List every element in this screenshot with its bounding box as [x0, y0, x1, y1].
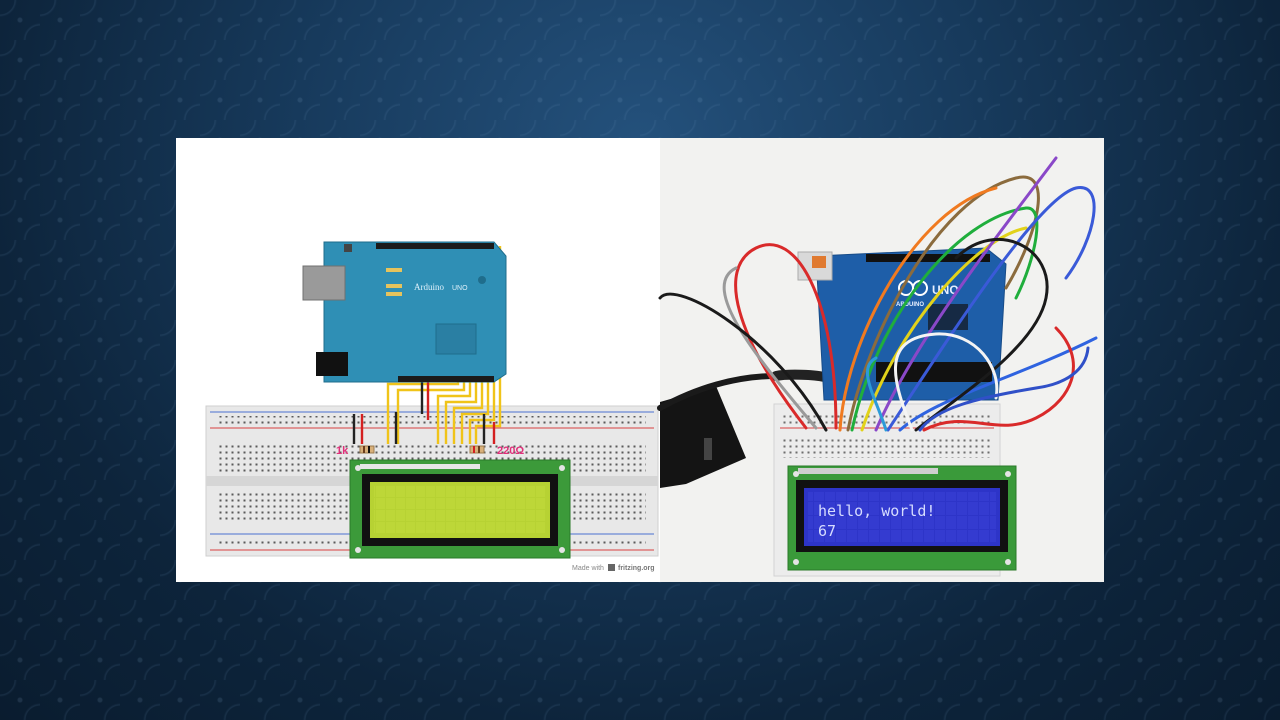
- battery-pack: [660, 386, 746, 488]
- circuit-illustration: Arduino UNO 1k 220Ω: [205, 138, 1104, 582]
- lcd-module-drawing: [349, 459, 571, 559]
- resistor-1k-label: 1k: [336, 445, 349, 457]
- credit-prefix: Made with: [572, 565, 604, 572]
- lcd-line-1: hello, world!: [818, 502, 935, 520]
- arduino-label: Arduino: [414, 282, 444, 292]
- photo-arduino-board: ARDUINO UNO: [797, 247, 1007, 401]
- uno-logo: UNO: [452, 285, 468, 292]
- resistor-220: 220Ω: [469, 445, 524, 457]
- resistor-220-label: 220Ω: [497, 445, 524, 457]
- arduino-board-drawing: Arduino UNO: [302, 241, 507, 383]
- credit-brand: fritzing.org: [618, 565, 655, 572]
- lcd-line-2: 67: [818, 522, 836, 540]
- photo-board-brand: ARDUINO: [896, 302, 924, 308]
- fritzing-credit: Made with fritzing.org: [572, 564, 655, 572]
- fritzing-logo-icon: [608, 564, 615, 571]
- power-wires: [352, 378, 496, 444]
- slide-image-panel: Arduino UNO 1k 220Ω: [176, 138, 1104, 582]
- photo-lcd-module: hello, world! 67: [787, 465, 1017, 571]
- fritzing-diagram: Arduino UNO 1k 220Ω: [205, 241, 659, 572]
- resistor-1k: 1k: [336, 445, 375, 457]
- circuit-photo: ARDUINO UNO: [657, 138, 1104, 582]
- photo-jumper-wires: [658, 156, 1098, 432]
